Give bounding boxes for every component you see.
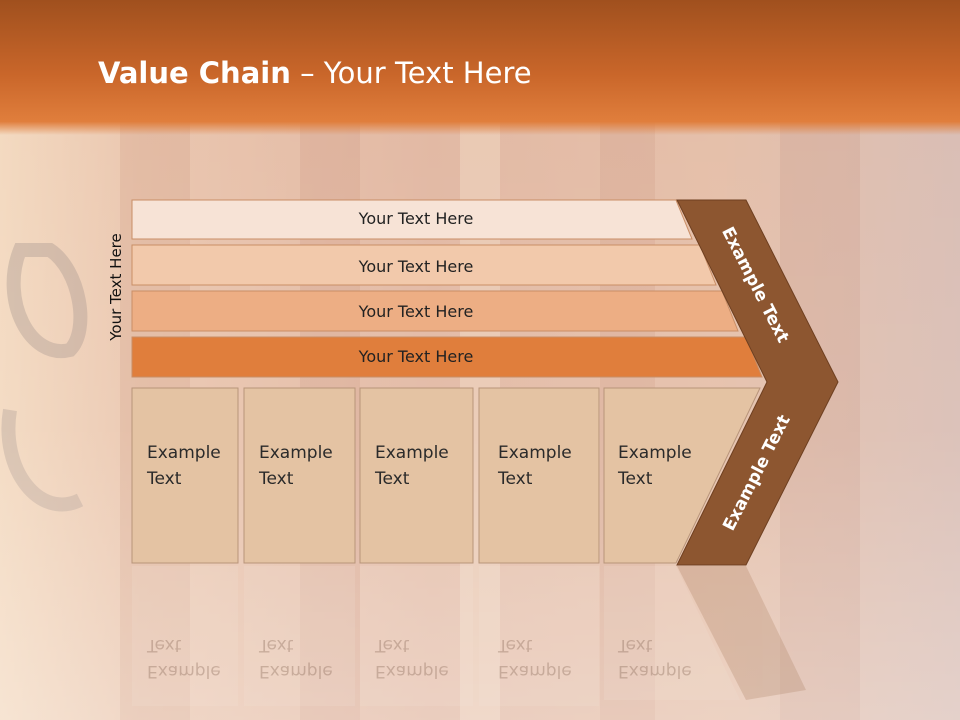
band-1 — [131, 199, 693, 240]
box-5-line1: Example — [618, 443, 692, 463]
box-1-line2: Text — [147, 469, 182, 489]
box-2-line1: Example — [259, 443, 333, 463]
band-4-label: Your Text Here — [358, 347, 474, 366]
margin-chevron — [676, 199, 839, 566]
box-3-line2: Text — [375, 469, 410, 489]
box-2-line2: Text — [259, 469, 294, 489]
title-bar — [0, 0, 960, 135]
activity-box-4 — [478, 387, 600, 564]
activity-box-2 — [243, 387, 356, 564]
band-3-label: Your Text Here — [358, 302, 474, 321]
box-4-line1: Example — [498, 443, 572, 463]
box-3-line1: Example — [375, 443, 449, 463]
box-1-line1: Example — [147, 443, 221, 463]
activity-box-1 — [131, 387, 239, 564]
band-4 — [131, 336, 763, 378]
box-4-line2: Text — [498, 469, 533, 489]
band-3 — [131, 290, 739, 332]
band-2 — [131, 244, 717, 286]
band-1-label: Your Text Here — [358, 209, 474, 228]
activity-box-5 — [603, 387, 761, 564]
side-label: Your Text Here — [107, 233, 125, 341]
band-2-label: Your Text Here — [358, 257, 474, 276]
title-rest: – Your Text Here — [290, 56, 532, 90]
diagram-reflection — [132, 566, 806, 706]
box-5-line2: Text — [618, 469, 653, 489]
activity-box-3 — [359, 387, 474, 564]
title-bold: Value Chain — [98, 56, 291, 90]
page-title: Value Chain – Your Text Here — [98, 56, 532, 90]
